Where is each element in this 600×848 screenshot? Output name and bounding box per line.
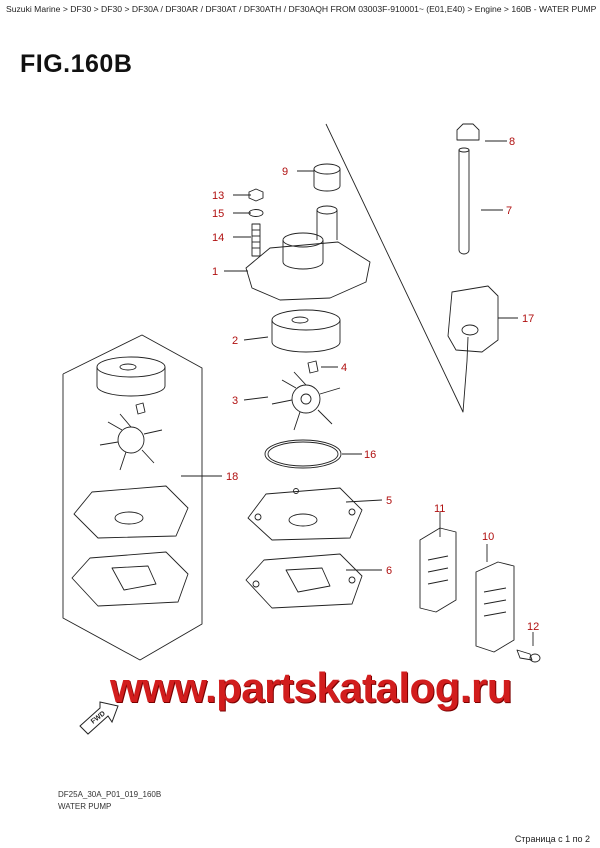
callout-4[interactable]: 4: [341, 362, 347, 374]
page-counter: Страница с 1 по 2: [514, 834, 590, 844]
callout-2[interactable]: 2: [232, 335, 238, 347]
callout-15[interactable]: 15: [212, 208, 224, 220]
callout-10[interactable]: 10: [482, 531, 494, 543]
callout-6[interactable]: 6: [386, 565, 392, 577]
callout-18[interactable]: 18: [226, 471, 238, 483]
callout-16[interactable]: 16: [364, 449, 376, 461]
callout-12[interactable]: 12: [527, 621, 539, 633]
callout-3[interactable]: 3: [232, 395, 238, 407]
breadcrumb: Suzuki Marine > DF30 > DF30 > DF30A / DF…: [6, 4, 596, 14]
callout-14[interactable]: 14: [212, 232, 224, 244]
callout-1[interactable]: 1: [212, 266, 218, 278]
callout-17[interactable]: 17: [522, 313, 534, 325]
callout-8[interactable]: 8: [509, 136, 515, 148]
callout-7[interactable]: 7: [506, 205, 512, 217]
callout-13[interactable]: 13: [212, 190, 224, 202]
figure-caption: WATER PUMP: [58, 802, 112, 811]
figure-title: FIG.160B: [20, 50, 133, 78]
watermark: www.partskatalog.ru: [110, 664, 513, 711]
callout-5[interactable]: 5: [386, 495, 392, 507]
callout-11[interactable]: 11: [434, 503, 445, 515]
drawing-code: DF25A_30A_P01_019_160B: [58, 790, 162, 799]
callout-9[interactable]: 9: [282, 166, 288, 178]
